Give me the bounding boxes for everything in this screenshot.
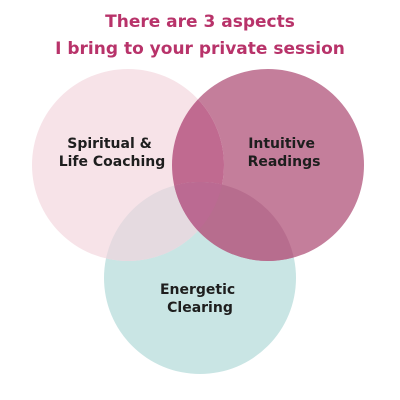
spiritual-coaching-label-line-2: Life Coaching xyxy=(59,154,166,170)
spiritual-coaching-label-line-1: Spiritual & xyxy=(67,136,152,152)
intuitive-readings-label-line-2: Readings xyxy=(248,154,321,170)
heading-line-1: There are 3 aspects xyxy=(105,12,295,32)
spiritual-energetic-overlap xyxy=(104,182,224,261)
intuitive-energetic-overlap xyxy=(172,182,296,261)
energetic-clearing-label-line-2: Clearing xyxy=(167,300,233,316)
heading-line-2: I bring to your private session xyxy=(55,39,345,59)
spiritual-coaching-label: Spiritual & Life Coaching xyxy=(59,136,166,170)
energetic-clearing-label: Energetic Clearing xyxy=(160,282,240,316)
energetic-clearing-label-line-1: Energetic xyxy=(160,282,235,298)
intuitive-readings-label-line-1: Intuitive xyxy=(248,136,315,152)
intuitive-readings-label: Intuitive Readings xyxy=(248,136,321,170)
